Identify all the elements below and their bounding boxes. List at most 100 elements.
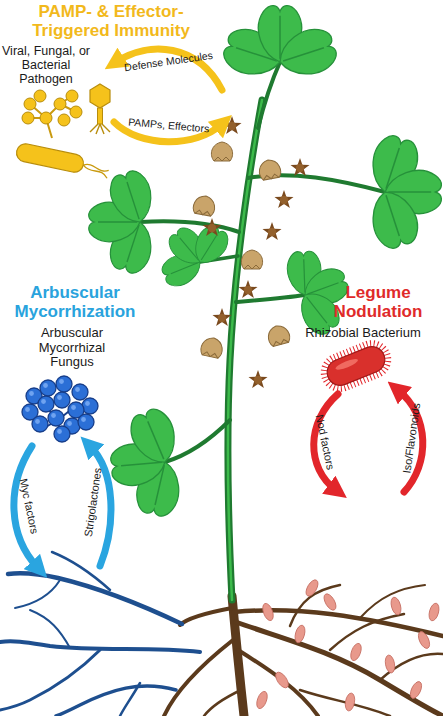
immunity-arrows: [114, 49, 222, 142]
pathogen-fungus: [54, 98, 66, 110]
pathogen-bacterium: [15, 142, 111, 179]
root-nodules: [389, 596, 402, 616]
trifoliate-leaves: [89, 167, 159, 277]
seed-pods: [192, 194, 216, 216]
trifoliate-leaves: [364, 132, 441, 253]
mycorrhizal-roots: [30, 610, 70, 648]
rhizobial-bacterium: [334, 357, 359, 372]
mycorrhizal-fungus: [72, 384, 88, 400]
signal-label: PAMPs, Effectors: [127, 116, 209, 135]
rhizobial-bacterium: [323, 343, 388, 390]
mycorrhizal-fungus: [32, 416, 48, 432]
mycorrhizal-roots: [120, 683, 140, 716]
burs: [212, 308, 231, 326]
pathogen-fungus: [22, 112, 34, 124]
brown-roots: [360, 585, 425, 618]
root-nodules: [416, 630, 432, 650]
plant-stem: [236, 295, 305, 302]
mycorrhizal-roots: [15, 580, 60, 608]
pathogen-fungus: [58, 114, 70, 126]
mycorrhizal-roots: [8, 573, 182, 624]
root-nodules: [304, 578, 321, 598]
seed-pods: [192, 142, 291, 359]
root-nodules: [261, 602, 276, 622]
brown-roots: [380, 654, 443, 680]
seed-pods: [266, 323, 291, 347]
root-nodules: [322, 592, 339, 612]
brown-roots: [236, 622, 443, 716]
organism-label: Rhizobial Bacterium: [285, 326, 441, 341]
section-heading: Legume Nodulation: [316, 283, 440, 321]
root-nodules: [273, 670, 291, 690]
brown-roots: [204, 690, 241, 716]
root-nodules: [255, 690, 270, 710]
trifoliate-leaves: [220, 6, 341, 83]
mycorrhizal-fungus: [40, 380, 56, 396]
mycorrhizal-fungus: [78, 414, 94, 430]
mycorrhizal-fungus: [54, 392, 70, 408]
mycorrhizal-roots: [0, 552, 200, 716]
burs: [248, 370, 267, 388]
pathogen-bacterium: [82, 163, 109, 178]
root-nodules: [427, 602, 440, 622]
mycorrhizal-fungus: [22, 376, 98, 442]
burs: [202, 116, 309, 388]
signal-label: Strigolactones: [82, 467, 104, 538]
pathogen-fungus: [30, 96, 76, 138]
pathogen-fungus: [22, 90, 82, 138]
seed-pods: [200, 336, 225, 359]
pathogen-fungus: [40, 112, 52, 124]
pathogen-phage: [90, 84, 110, 134]
mycorrhiza-arrows: [14, 446, 111, 568]
section-heading: Arbuscular Mycorrhization: [0, 283, 150, 321]
nodulation-arrows: [314, 390, 423, 492]
organism-label: Viral, Fungal, or Bacterial Pathogen: [2, 44, 90, 86]
pathogen-bacterium: [15, 142, 85, 174]
mycorrhizal-fungus: [48, 410, 64, 426]
brown-roots: [180, 608, 232, 625]
rhizobial-bacterium: [319, 339, 392, 393]
mycorrhizal-fungus: [38, 396, 54, 412]
pathogen-fungus: [24, 98, 36, 110]
mycorrhizal-roots: [56, 686, 176, 716]
seed-pods: [211, 142, 232, 161]
burs: [222, 116, 241, 134]
pathogen-fungus: [70, 106, 82, 118]
brown-roots: [300, 690, 390, 716]
brown-roots: [330, 614, 404, 650]
burs: [262, 222, 281, 240]
organism-label: Arbuscular Mycorrhizal Fungus: [22, 326, 122, 370]
brown-roots: [164, 585, 443, 716]
section-heading: PAMP- & Effector-Triggered Immunity: [6, 2, 216, 40]
immunity-arrows: [116, 49, 222, 90]
pathogen-phage: [98, 108, 103, 124]
mycorrhizal-fungus: [54, 426, 70, 442]
root-nodules: [293, 624, 306, 644]
burs: [290, 158, 309, 176]
trifoliate-leaves: [106, 403, 189, 524]
signal-label: Myc factors: [17, 477, 41, 535]
nodulation-arrows: [314, 394, 338, 490]
burs: [274, 190, 293, 208]
brown-roots: [238, 650, 318, 716]
burs: [238, 280, 257, 298]
trifoliate-leaves: [144, 206, 241, 299]
seed-pods: [258, 158, 282, 180]
pathogen-phage: [90, 84, 110, 108]
nodulation-arrows: [398, 390, 423, 492]
rhizobial-bacterium: [319, 339, 392, 393]
mycorrhizal-roots: [0, 650, 100, 710]
pathogen-fungus: [66, 90, 78, 102]
trifoliate-leaves: [89, 6, 442, 524]
pathogen-fungus: [34, 90, 46, 102]
mycorrhizal-fungus: [56, 376, 72, 392]
seed-pods: [241, 250, 262, 269]
root-nodules: [349, 642, 364, 662]
root-nodules: [255, 578, 441, 712]
root-nodules: [408, 680, 424, 700]
pathogen-phage: [90, 124, 110, 134]
root-nodules: [384, 654, 396, 673]
burs: [202, 218, 221, 236]
root-nodules: [344, 692, 356, 711]
